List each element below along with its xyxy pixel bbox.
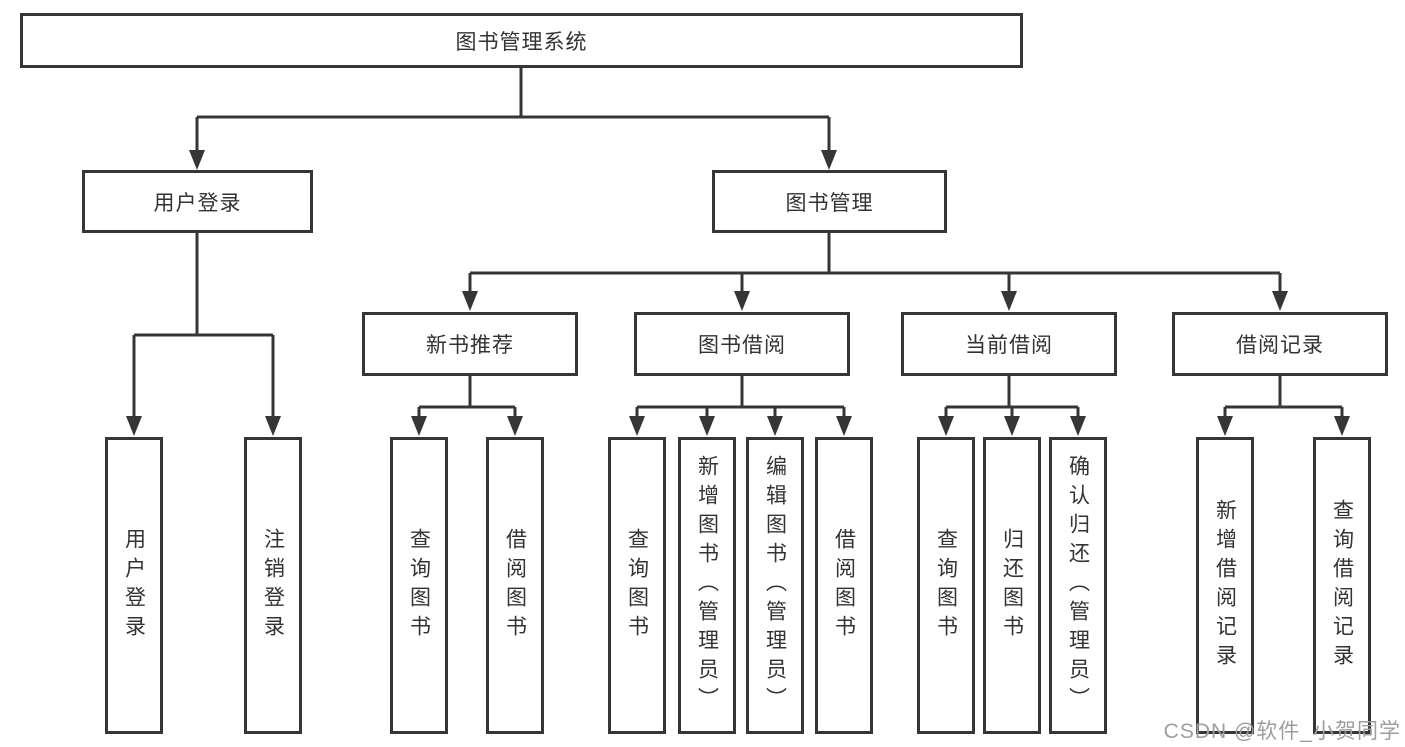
- leaf-query-books-recommend: 查询图书: [390, 437, 448, 734]
- node-label: 注销登录: [261, 527, 285, 644]
- leaf-query-books-current: 查询图书: [917, 437, 975, 734]
- node-label: 用户登录: [122, 527, 146, 644]
- node-user-login-branch: 用户登录: [82, 170, 313, 233]
- node-label: 借阅图书: [503, 527, 527, 644]
- leaf-borrow-books: 借阅图书: [815, 437, 873, 734]
- node-label: 用户登录: [153, 191, 242, 215]
- node-borrowing-records: 借阅记录: [1172, 312, 1388, 376]
- node-label: 新增借阅记录: [1213, 498, 1237, 673]
- leaf-logout: 注销登录: [244, 437, 302, 734]
- leaf-add-books-admin: 新增图书（管理员）: [678, 437, 736, 734]
- node-book-borrowing: 图书借阅: [634, 312, 850, 376]
- node-label: 图书借阅: [698, 334, 786, 357]
- leaf-query-borrow-record: 查询借阅记录: [1313, 437, 1371, 734]
- leaf-confirm-return-admin: 确认归还（管理员）: [1049, 437, 1107, 734]
- csdn-watermark: CSDN @软件_小贺同学: [1163, 720, 1401, 743]
- node-label: 借阅图书: [832, 527, 856, 644]
- leaf-borrow-books-recommend: 借阅图书: [486, 437, 544, 734]
- node-label: 归还图书: [1000, 527, 1024, 644]
- node-label: 查询图书: [934, 527, 958, 644]
- node-new-book-recommendation: 新书推荐: [362, 312, 578, 376]
- node-label: 查询借阅记录: [1330, 498, 1354, 673]
- node-label: 查询图书: [625, 527, 649, 644]
- node-library-management-system: 图书管理系统: [20, 13, 1023, 68]
- node-current-borrowing: 当前借阅: [901, 312, 1117, 376]
- node-label: 当前借阅: [965, 334, 1053, 357]
- node-book-management-branch: 图书管理: [712, 170, 947, 233]
- leaf-add-borrow-record: 新增借阅记录: [1196, 437, 1254, 734]
- node-label: 图书管理系统: [455, 30, 588, 54]
- arrowheads: [126, 150, 1350, 436]
- node-label: 新书推荐: [426, 334, 514, 357]
- leaf-return-books: 归还图书: [983, 437, 1041, 734]
- node-label: 图书管理: [785, 191, 874, 215]
- leaf-query-books-borrowing: 查询图书: [608, 437, 666, 734]
- node-label: 新增图书（管理员）: [695, 455, 719, 716]
- node-label: 编辑图书（管理员）: [763, 455, 787, 716]
- leaf-edit-books-admin: 编辑图书（管理员）: [746, 437, 804, 734]
- node-label: 借阅记录: [1236, 334, 1324, 357]
- leaf-user-login: 用户登录: [105, 437, 163, 734]
- node-label: 确认归还（管理员）: [1066, 455, 1090, 716]
- node-label: 查询图书: [407, 527, 431, 644]
